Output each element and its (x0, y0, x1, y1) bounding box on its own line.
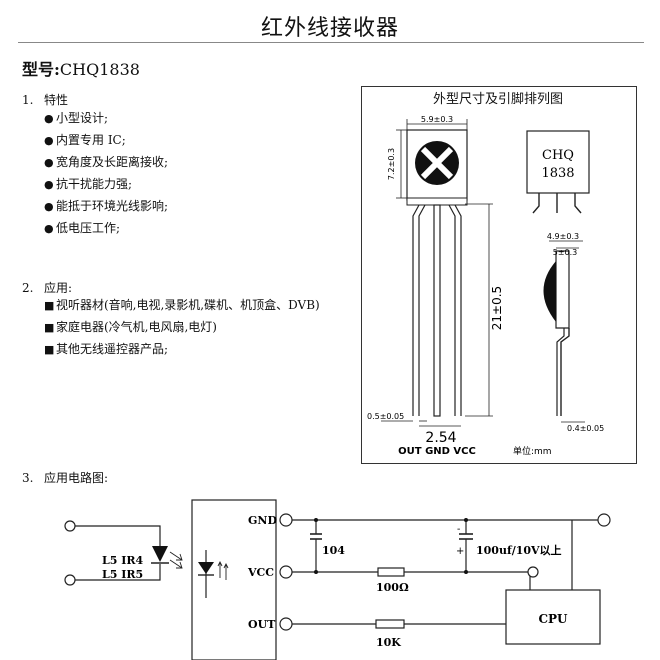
bullet: ● (44, 222, 54, 235)
list-item: ●宽角度及长距离接收; (44, 151, 168, 173)
bullet: ● (44, 112, 54, 125)
bullet: ■ (44, 321, 55, 334)
gnd-terminal-icon (279, 513, 293, 527)
application-circuit: - + L5 IR4 L5 IR5 GND VCC OUT 104 100uf/… (64, 499, 611, 660)
circuit-heading-text: 应用电路图: (44, 471, 109, 485)
list-item: ●小型设计; (44, 107, 168, 129)
feature-text: 低电压工作; (56, 221, 121, 235)
r1-label: 100Ω (376, 581, 409, 594)
part-mark-line2: 1838 (541, 166, 574, 181)
cpu-box (505, 589, 601, 645)
dim-pin-label: 0.5±0.05 (367, 412, 404, 421)
title-divider (18, 42, 644, 43)
applications-heading: 2. 应用: (22, 279, 72, 296)
front-view (381, 119, 493, 427)
feature-text: 宽角度及长距离接收; (56, 155, 169, 169)
bullet: ■ (44, 343, 55, 356)
dim-side2-label: 5±0.3 (553, 248, 578, 257)
package-drawing-frame (361, 86, 637, 464)
features-number: 1. (22, 93, 34, 107)
list-item: ■其他无线遥控器产品; (44, 338, 320, 360)
terminal-icon (527, 566, 539, 578)
photodiode-icon (198, 550, 229, 598)
receiver-module-box (191, 499, 277, 660)
list-item: ■家庭电器(冷气机,电风扇,电灯) (44, 316, 320, 338)
dim-length-label: 21±0.5 (490, 286, 504, 330)
application-text: 视听器材(音响,电视,录影机,碟机、机顶盒、DVB) (56, 298, 320, 312)
side-view (543, 240, 585, 423)
package-drawing: 5.9±0.3 7.2±0.3 21±0.5 0.5±0.05 2.54 OUT… (367, 115, 604, 457)
features-heading: 1. 特性 (22, 91, 68, 108)
dim-side-pin-label: 0.4±0.05 (567, 424, 604, 433)
applications-list: ■视听器材(音响,电视,录影机,碟机、机顶盒、DVB) ■家庭电器(冷气机,电风… (44, 294, 320, 360)
package-title: 外型尺寸及引脚排列图 (432, 92, 563, 107)
list-item: ■视听器材(音响,电视,录影机,碟机、机顶盒、DVB) (44, 294, 320, 316)
model-label: 型号: (22, 60, 60, 79)
list-item: ●能抵于环境光线影响; (44, 195, 168, 217)
feature-text: 小型设计; (56, 111, 109, 125)
out-label: OUT (248, 618, 276, 631)
feature-text: 能抵于环境光线影响; (56, 199, 169, 213)
dim-side1-label: 4.9±0.3 (547, 232, 579, 241)
unit-label: 单位:mm (513, 445, 552, 457)
feature-text: 内置专用 IC; (56, 133, 126, 147)
led-label-2: L5 IR5 (102, 568, 143, 581)
cap2-label: 100uf/10V以上 (476, 543, 562, 557)
feature-text: 抗干扰能力强; (56, 177, 133, 191)
applications-heading-text: 应用: (44, 281, 73, 295)
dim-height-label: 7.2±0.3 (387, 148, 396, 180)
model-value: CHQ1838 (59, 60, 140, 79)
terminal-icon (597, 513, 611, 527)
svg-text:+: + (456, 546, 464, 557)
features-heading-text: 特性 (44, 93, 69, 107)
applications-number: 2. (22, 281, 34, 295)
application-text: 其他无线遥控器产品; (56, 342, 169, 356)
out-terminal-icon (279, 617, 293, 631)
page-title: 红外线接收器 (260, 16, 399, 41)
vcc-terminal-icon (279, 565, 293, 579)
part-mark-line1: CHQ (542, 148, 574, 163)
gnd-label: GND (248, 514, 277, 527)
svg-text:-: - (457, 524, 460, 535)
model-line: 型号:CHQ1838 (22, 56, 140, 80)
led-label-1: L5 IR4 (102, 554, 144, 567)
bullet: ■ (44, 299, 55, 312)
terminal-icon (64, 520, 76, 532)
bullet: ● (44, 134, 54, 147)
cap1-label: 104 (322, 544, 345, 557)
terminal-icon (64, 574, 76, 586)
dim-pitch-label: 2.54 (425, 430, 456, 446)
marked-view (526, 130, 590, 214)
list-item: ●抗干扰能力强; (44, 173, 168, 195)
bullet: ● (44, 200, 54, 213)
r2-label: 10K (376, 636, 401, 649)
features-list: ●小型设计; ●内置专用 IC; ●宽角度及长距离接收; ●抗干扰能力强; ●能… (44, 107, 168, 239)
list-item: ●低电压工作; (44, 217, 168, 239)
application-text: 家庭电器(冷气机,电风扇,电灯) (56, 320, 217, 334)
vcc-label: VCC (247, 566, 274, 579)
bullet: ● (44, 178, 54, 191)
dim-width-label: 5.9±0.3 (421, 115, 453, 124)
bullet: ● (44, 156, 54, 169)
cpu-label: CPU (538, 612, 568, 626)
ir-led-icon (151, 546, 183, 569)
list-item: ●内置专用 IC; (44, 129, 168, 151)
circuit-heading: 3. 应用电路图: (22, 469, 108, 486)
circuit-number: 3. (22, 471, 34, 485)
pin-names-label: OUT GND VCC (398, 446, 476, 457)
